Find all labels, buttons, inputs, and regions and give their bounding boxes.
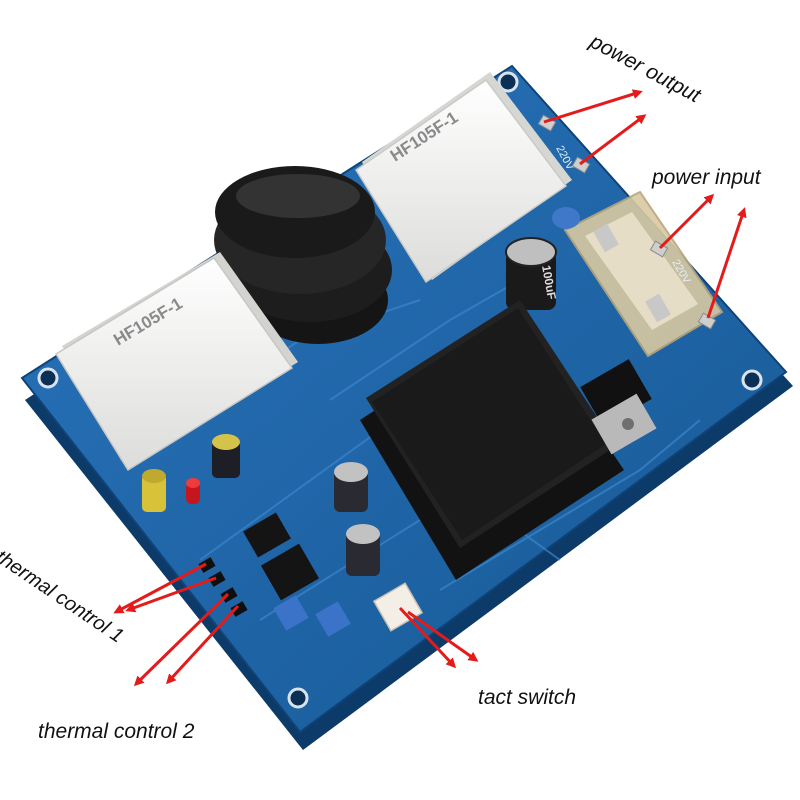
ic-chips — [243, 512, 320, 601]
electrolytic-capacitors: 100uF — [142, 237, 559, 576]
cap-value-label: 100uF — [539, 264, 559, 301]
arrow-power-output-2 — [579, 114, 647, 166]
arrow-power-input-2 — [706, 207, 747, 319]
arrow-power-output-1 — [543, 89, 643, 124]
relay-left: HF105F-1 — [54, 252, 298, 472]
arrow-thermal-2a — [133, 592, 230, 687]
arrow-power-input-1 — [658, 193, 715, 250]
callout-arrows — [113, 89, 747, 687]
label-tact-switch: tact switch — [478, 686, 577, 709]
mounting-holes — [37, 71, 763, 709]
terminals — [537, 114, 717, 330]
arrow-thermal-1b — [125, 576, 217, 613]
led-red — [186, 478, 200, 504]
label-power-input: power input — [652, 166, 761, 189]
transformer — [360, 300, 624, 580]
arrow-tact-2 — [407, 610, 479, 662]
label-thermal-control-2: thermal control 2 — [38, 720, 195, 743]
choke-coil — [214, 166, 392, 344]
film-capacitors — [273, 595, 351, 637]
fuse-holder — [563, 190, 724, 358]
arrow-tact-1 — [398, 606, 457, 669]
voltage-regulator — [580, 359, 657, 455]
x-capacitor — [552, 207, 580, 229]
arrow-thermal-2b — [165, 604, 240, 685]
